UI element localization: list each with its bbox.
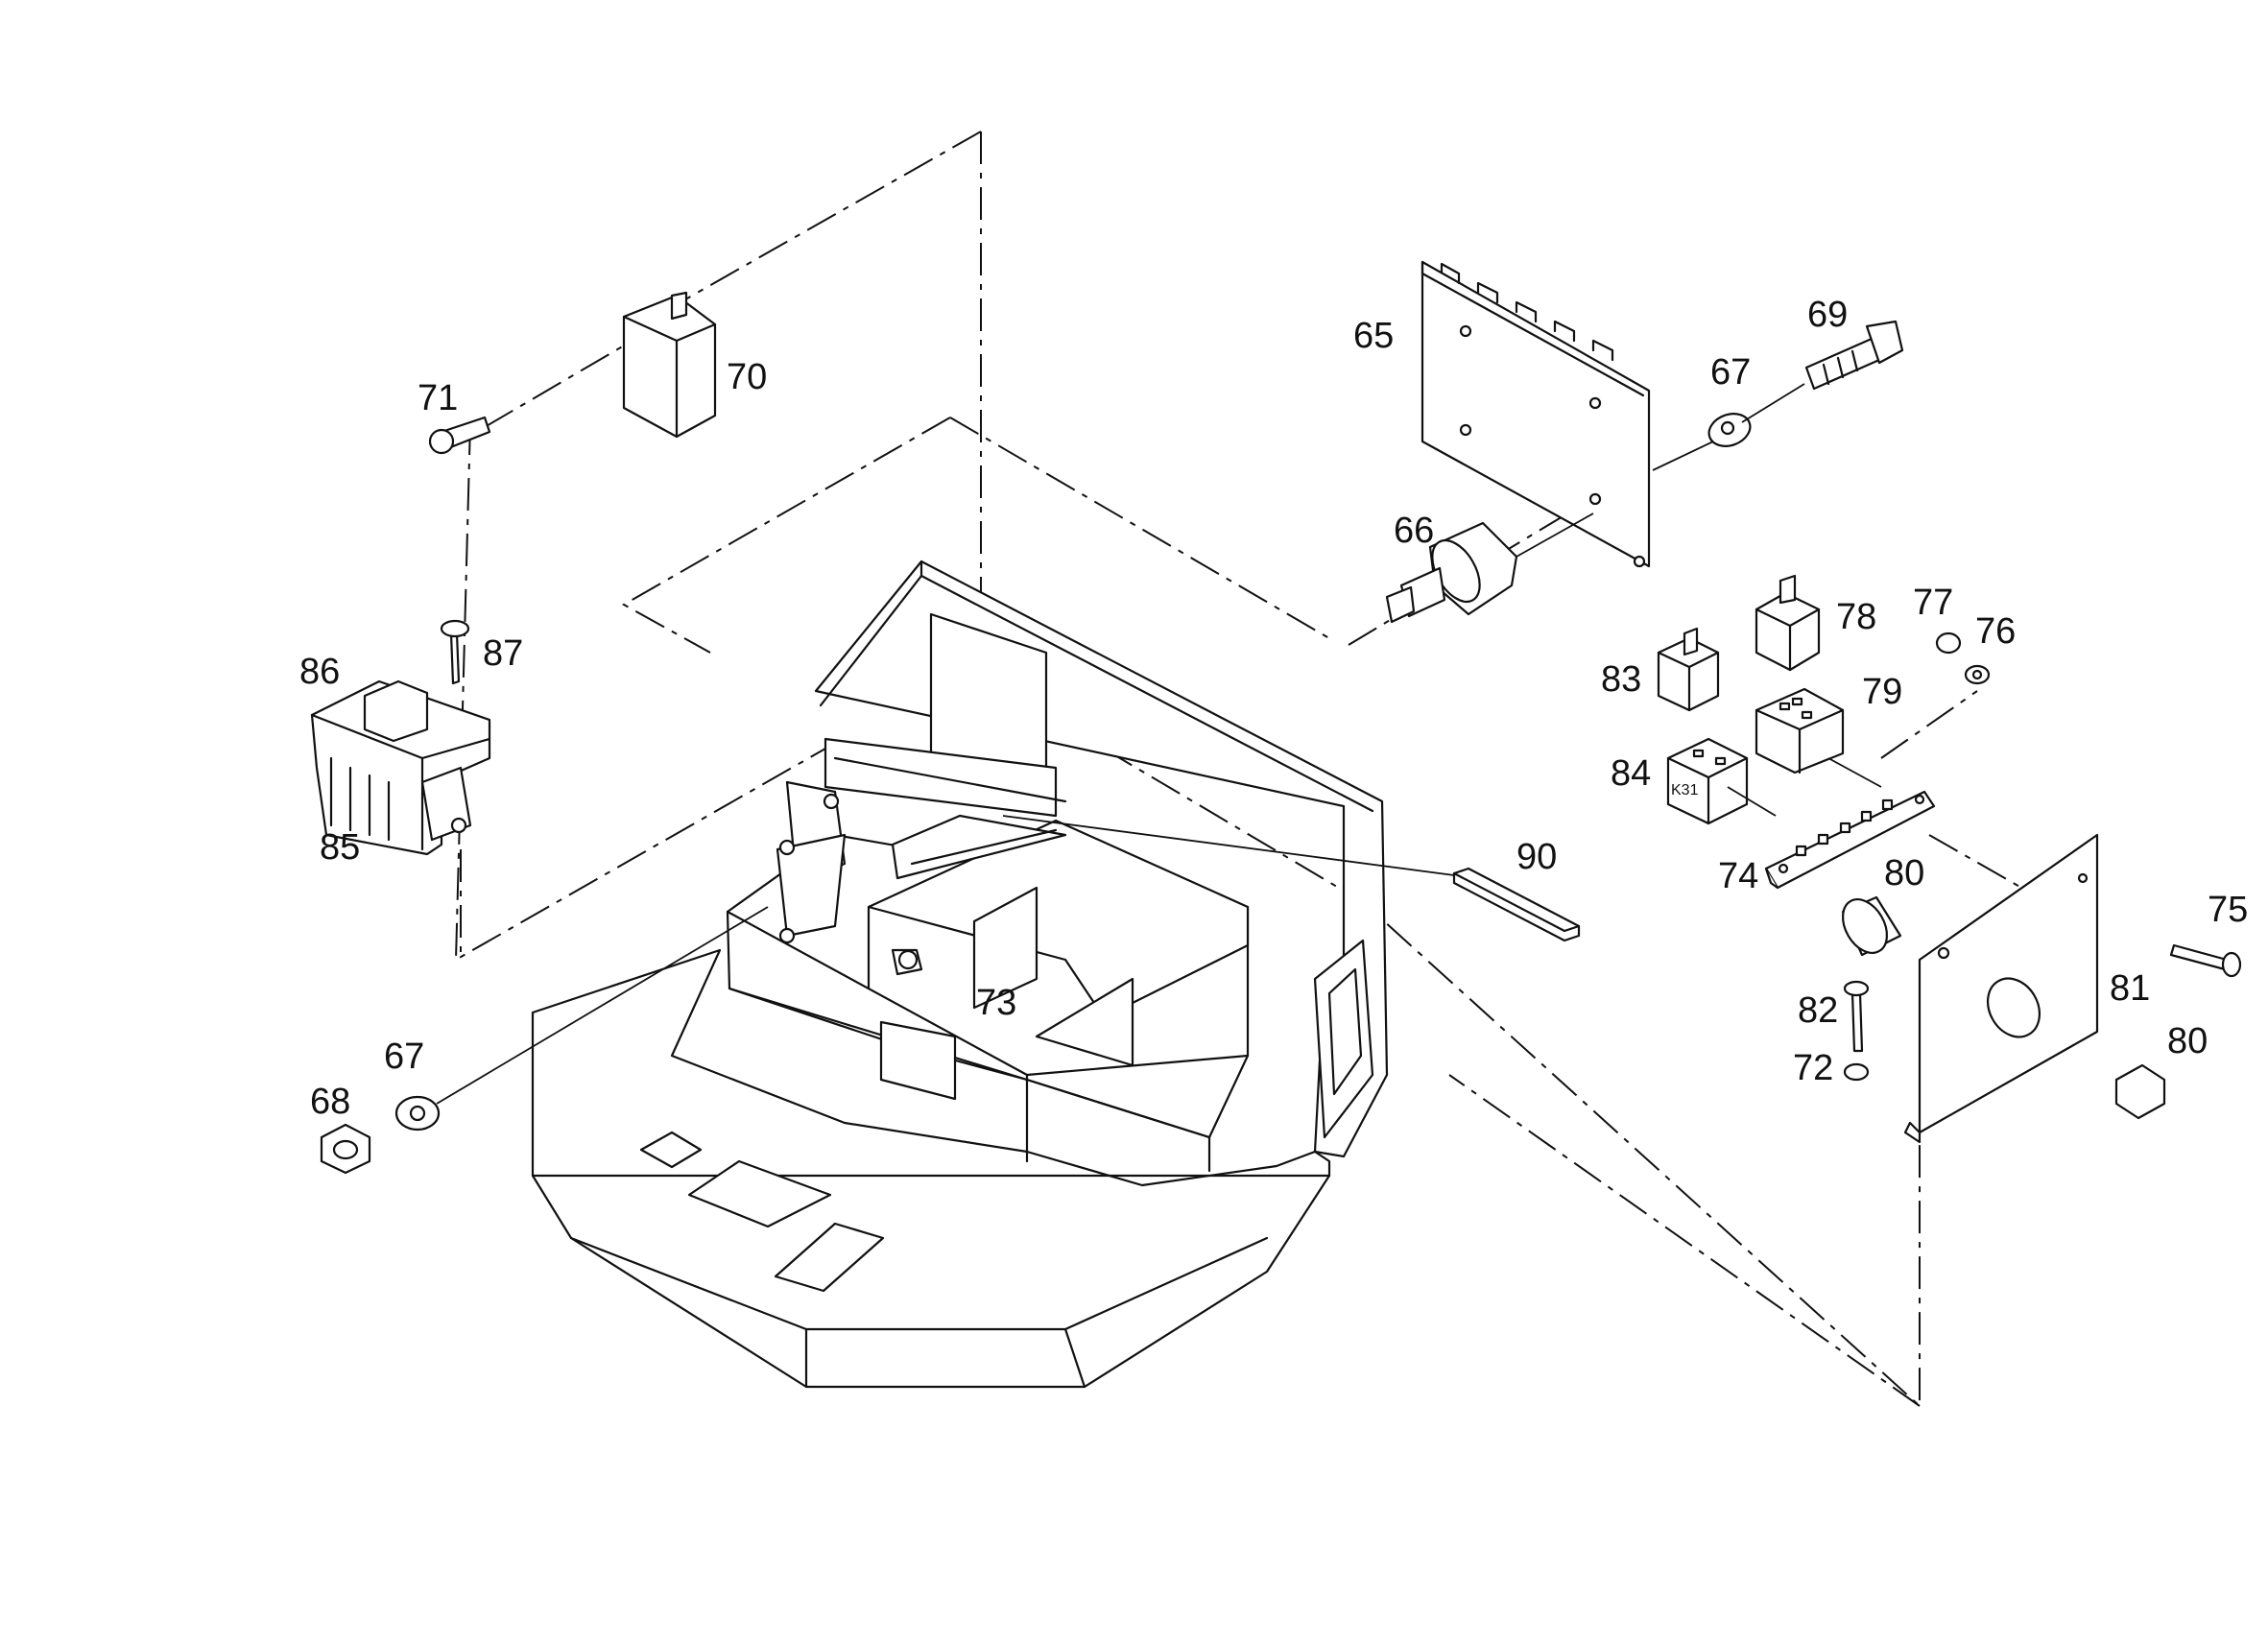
bolt-69 [1652,320,1904,471]
label-75: 75 [2208,890,2248,930]
nut-77 [1935,631,1962,655]
knob-80-upper [1841,895,1902,957]
screw-87 [440,619,470,685]
label-67-upper: 67 [1710,352,1751,393]
label-80-lower: 80 [2167,1021,2208,1061]
label-72: 72 [1793,1048,1833,1088]
screw-71 [428,416,491,455]
label-65: 65 [1353,316,1394,356]
label-90: 90 [1516,837,1557,877]
label-83: 83 [1601,659,1641,700]
relay-84-k31: K31 [1666,737,1749,825]
relay-70 [622,291,717,439]
label-86: 86 [299,652,340,692]
nut-68 [320,1123,371,1175]
plate-65 [1420,260,1651,568]
washer-67-upper [1707,413,1752,447]
nut-80-lower [2114,1063,2166,1120]
relay-83 [1657,627,1720,712]
label-85: 85 [320,827,360,868]
bracket-81 [1903,833,2099,1144]
label-78: 78 [1836,597,1876,637]
washer-72 [1843,1062,1870,1082]
part-number-labels: 65 66 67 69 70 71 86 87 85 77 76 78 83 7… [299,295,2248,1122]
relay-marking: K31 [1671,782,1699,798]
assembly-guide-lines [454,131,2065,1409]
label-76: 76 [1975,611,2016,652]
label-68: 68 [310,1082,350,1122]
label-77: 77 [1913,583,1953,623]
strip-90 [1002,815,1581,942]
washer-67-lower [394,906,769,1132]
label-80-upper: 80 [1884,853,1924,893]
washer-76 [1964,664,1991,685]
relay-78 [1755,574,1821,672]
label-87: 87 [483,633,523,674]
main-housing [531,560,1389,1389]
bolt-82 [1843,980,1870,1053]
relay-79 [1755,687,1845,774]
label-67-lower: 67 [384,1036,424,1077]
bolt-75 [2169,943,2242,978]
label-69: 69 [1807,295,1848,335]
switch-85-86 [310,679,491,856]
label-70: 70 [727,357,767,397]
label-73: 73 [976,983,1016,1023]
label-82: 82 [1798,990,1838,1031]
label-81: 81 [2110,968,2150,1009]
label-66: 66 [1394,511,1434,551]
spacer-66 [1385,512,1594,624]
label-84: 84 [1611,753,1651,794]
label-79: 79 [1862,672,1902,712]
label-74: 74 [1718,856,1758,896]
label-71: 71 [418,378,458,418]
board-74 [1727,757,1936,890]
